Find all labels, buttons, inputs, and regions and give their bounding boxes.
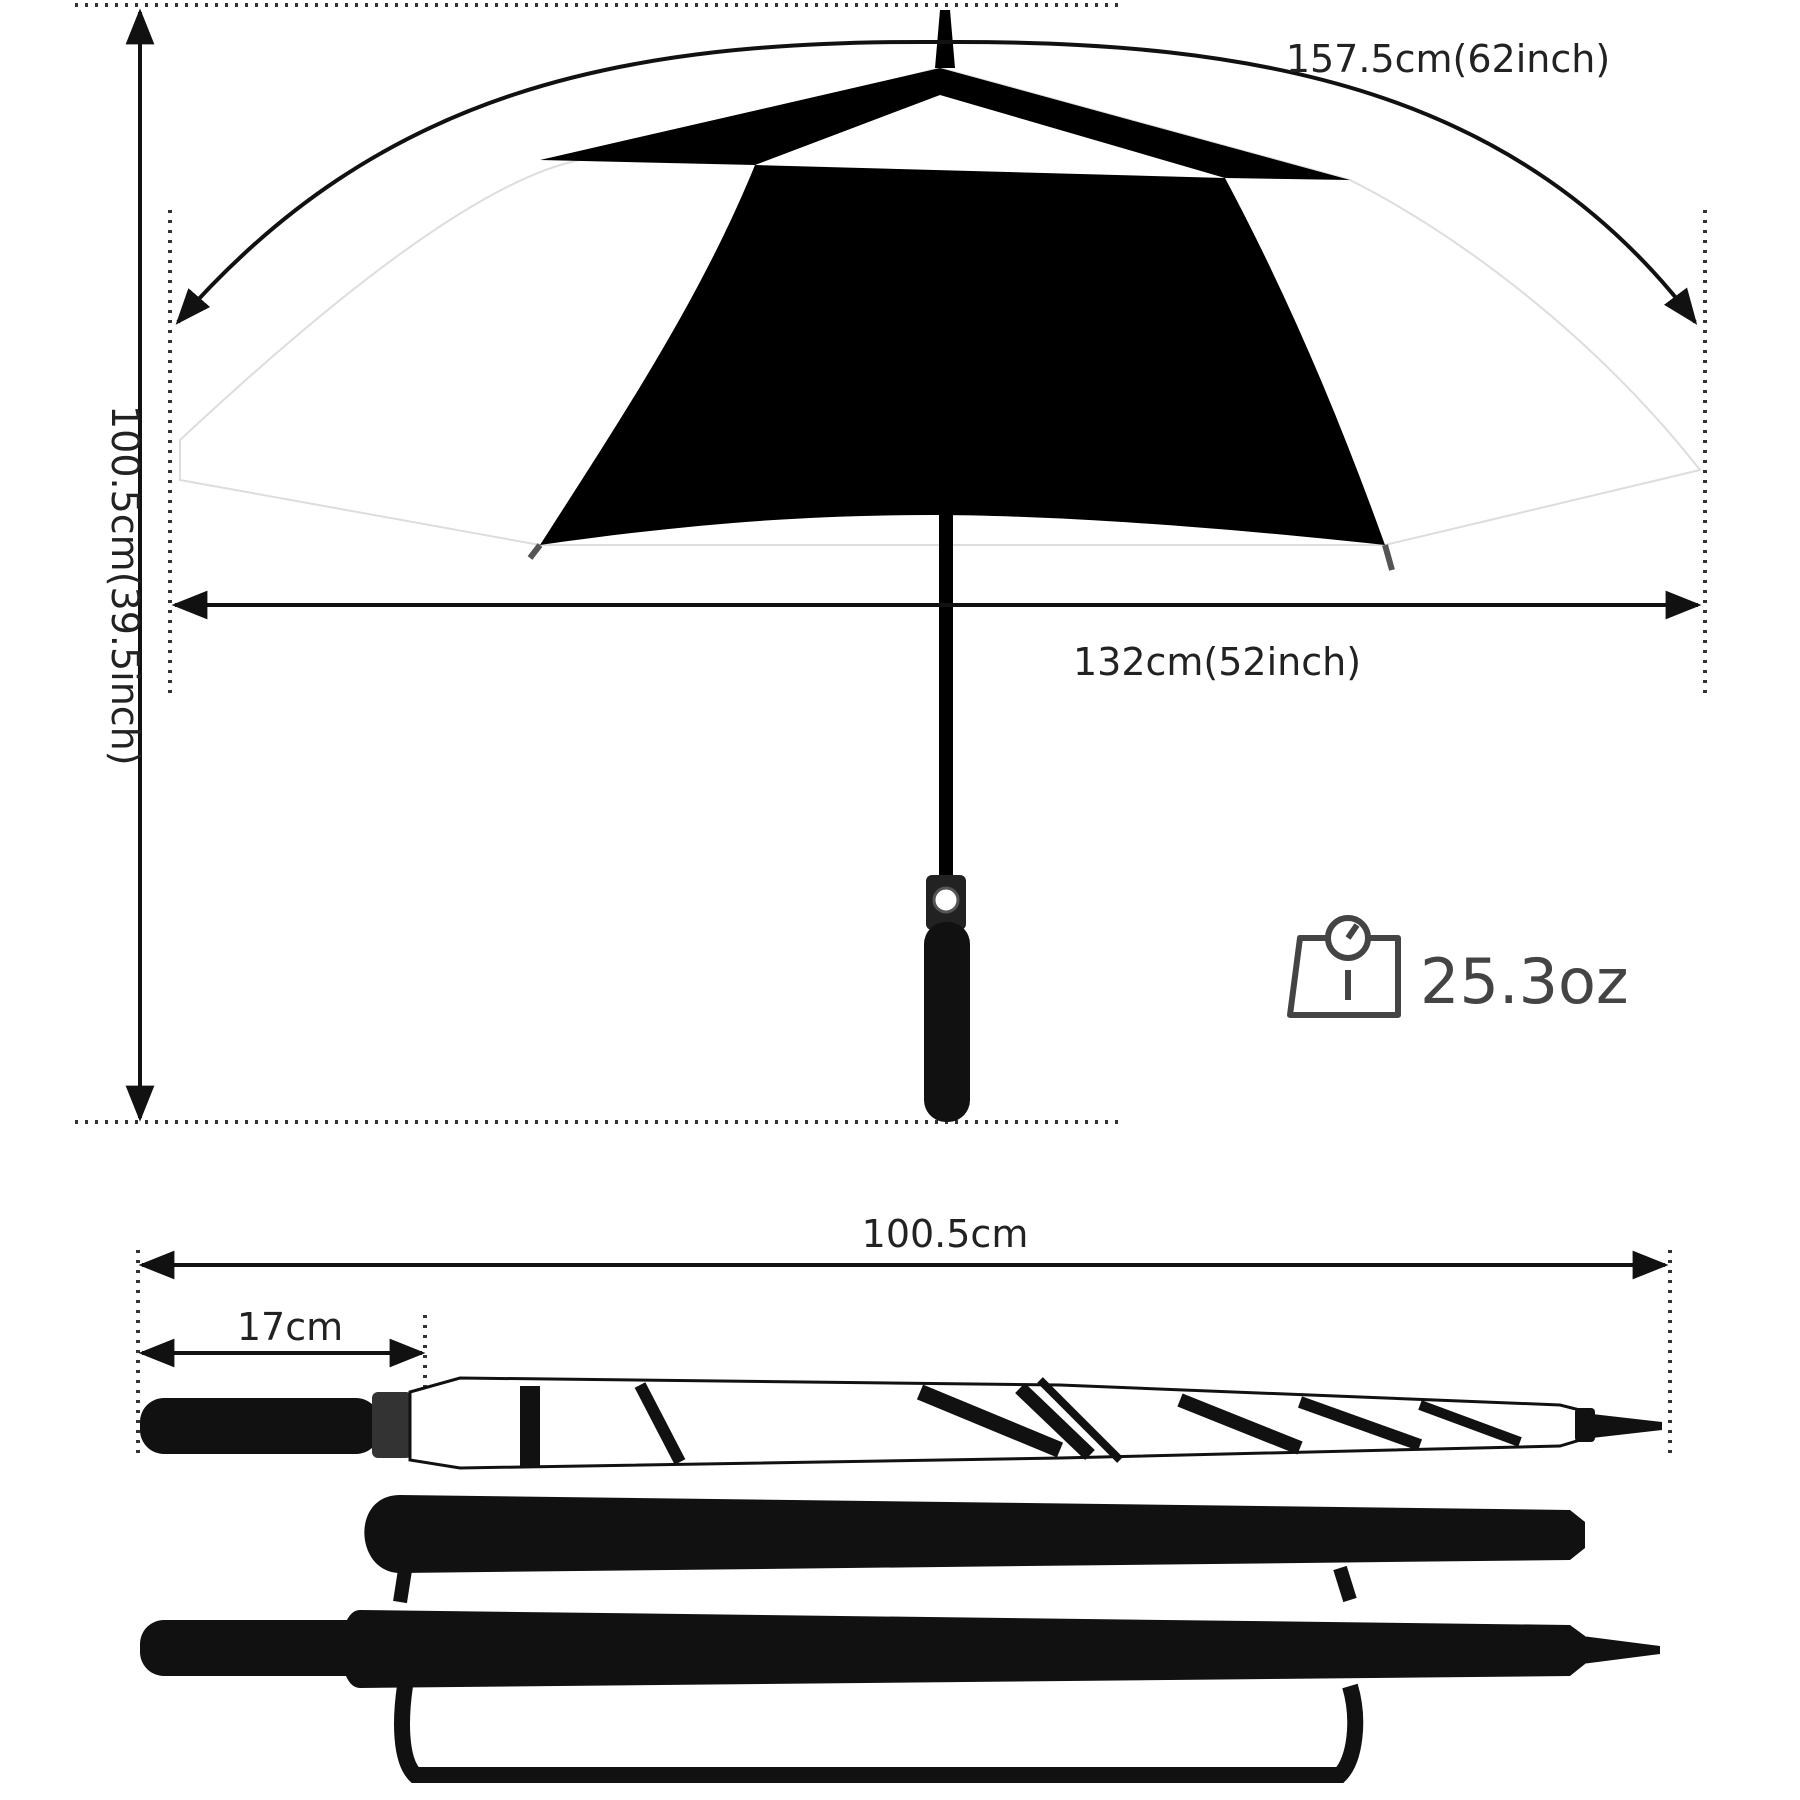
- umbrella-sleeve-empty: [364, 1495, 1586, 1604]
- canopy-tip: [935, 10, 955, 68]
- canopy-stripe-7: [1037, 1377, 1123, 1463]
- closed-umbrella: [140, 1376, 1662, 1470]
- umbrella-shaft: [939, 510, 953, 890]
- weight-value: 25.3oz: [1420, 945, 1629, 1018]
- canopy-stripe-4: [1177, 1393, 1303, 1455]
- umbrella-sleeve-packed: [140, 1610, 1660, 1783]
- packed-ferrule: [1582, 1636, 1660, 1664]
- canopy-stripe-6: [1418, 1400, 1522, 1447]
- closed-collar: [372, 1392, 412, 1458]
- rib-tip-right: [1382, 544, 1395, 571]
- arc-span-label: 157.5cm(62inch): [1286, 37, 1610, 81]
- closed-top-cap: [1575, 1408, 1595, 1442]
- canopy-center-panel-dark: [540, 165, 1385, 545]
- open-width-label: 132cm(52inch): [1073, 640, 1361, 684]
- rib-tip-left: [527, 543, 543, 560]
- scale-weight-icon: [1287, 915, 1401, 1018]
- canopy-stripe-2: [916, 1384, 1064, 1458]
- closed-ferrule: [1592, 1414, 1662, 1438]
- umbrella-handle: [924, 922, 970, 1122]
- closed-length-label: 100.5cm: [862, 1212, 1029, 1256]
- closed-band: [520, 1386, 540, 1466]
- arc-span-arrow: [175, 39, 1698, 325]
- canopy-stripe-3: [1015, 1382, 1095, 1461]
- packed-handle: [140, 1620, 380, 1676]
- open-height-label: 100.5cm(39.5inch): [103, 405, 147, 766]
- canopy-stripe-5: [1297, 1396, 1423, 1451]
- closed-handle: [140, 1398, 380, 1454]
- guide-lines: [75, 3, 1707, 1455]
- canopy-stripe-1: [634, 1382, 686, 1465]
- canopy-top-vent-dark: [540, 68, 1350, 180]
- handle-button: [932, 886, 960, 914]
- handle-length-label: 17cm: [237, 1305, 343, 1349]
- sleeve-shoulder-strap: [394, 1683, 1364, 1783]
- sleeve-strap: [393, 1565, 1357, 1604]
